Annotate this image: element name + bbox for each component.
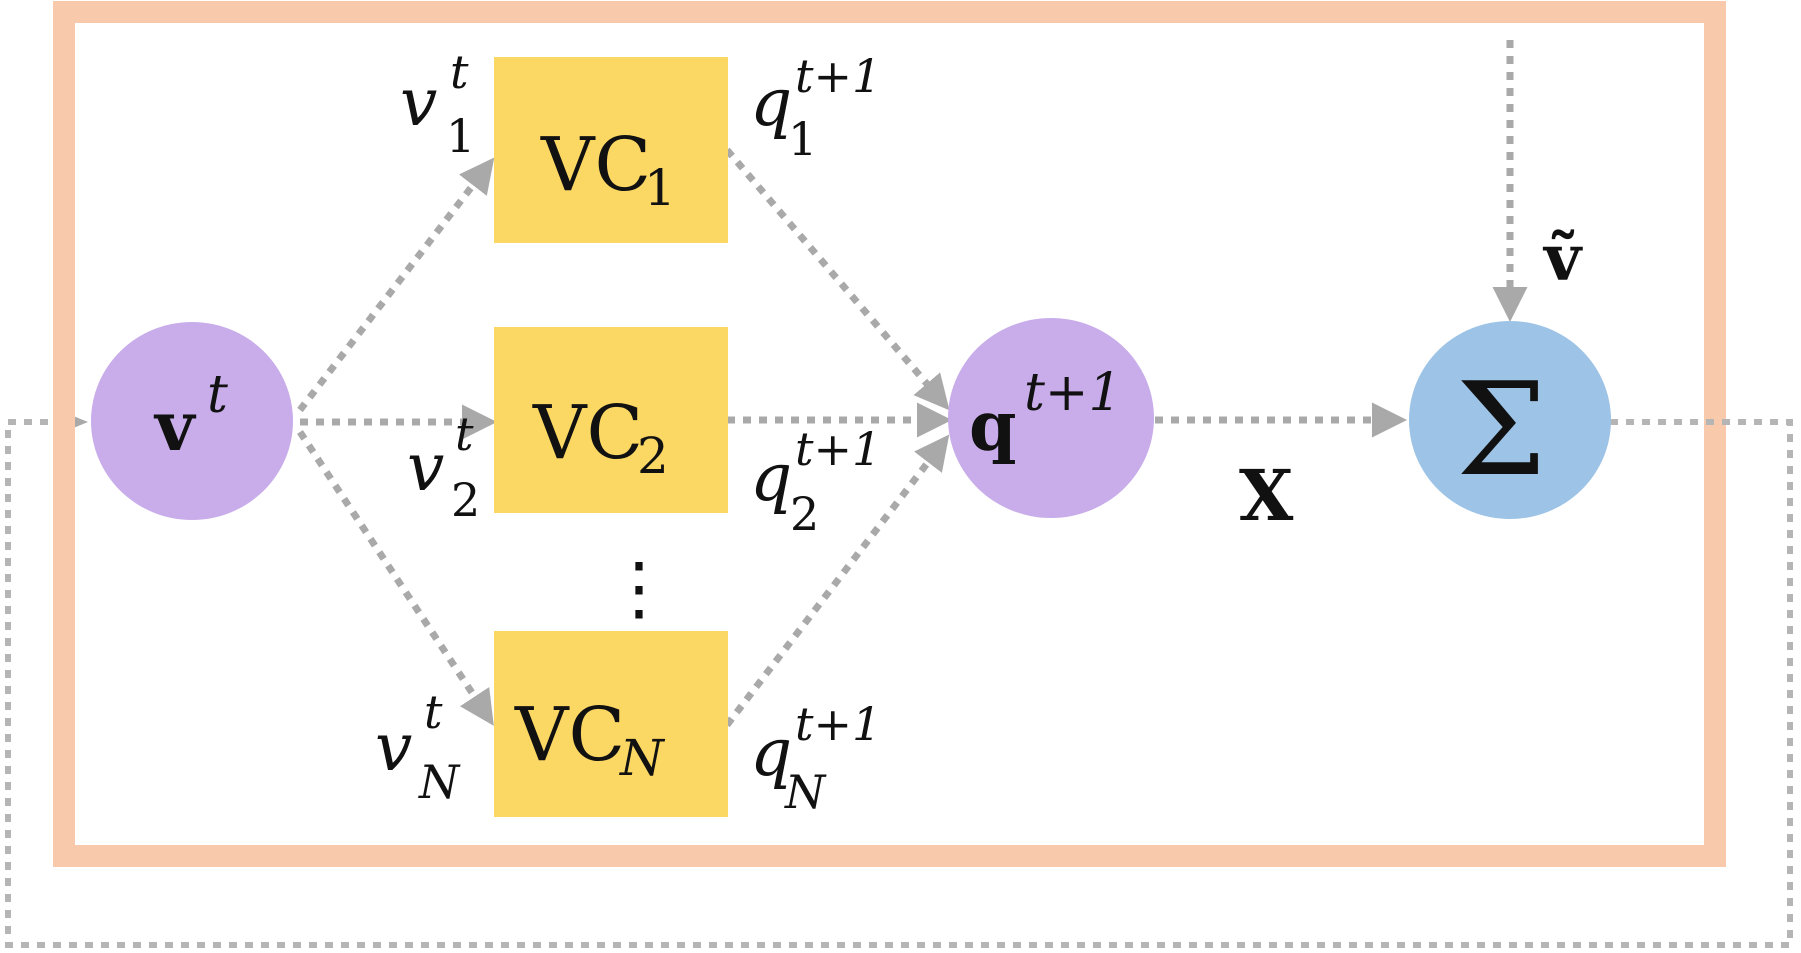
v-node-superscript: t xyxy=(207,365,228,425)
output-label-1: q t+1 1 xyxy=(750,49,881,166)
outer-frame xyxy=(53,1,1726,867)
svg-text:v: v xyxy=(407,429,444,506)
svg-text:2: 2 xyxy=(451,473,480,527)
vcn-label: VC xyxy=(514,692,625,778)
vc-ellipsis: ⋮ xyxy=(604,547,674,629)
svg-text:t: t xyxy=(455,407,474,461)
svg-text:2: 2 xyxy=(790,487,819,541)
x-label: X xyxy=(1239,454,1294,537)
vc-box-2: VC 2 xyxy=(494,327,728,513)
svg-text:q: q xyxy=(750,439,792,516)
svg-text:t+1: t+1 xyxy=(795,422,881,476)
v-node-label: v xyxy=(153,387,197,467)
arrow-vcn-to-q xyxy=(724,434,950,728)
svg-text:q: q xyxy=(750,64,792,141)
svg-text:t+1: t+1 xyxy=(795,49,881,103)
vc1-label: VC xyxy=(540,122,651,208)
svg-text:1: 1 xyxy=(446,109,475,163)
arrow-v-to-vc1 xyxy=(297,157,495,413)
svg-text:1: 1 xyxy=(788,112,817,166)
q-node xyxy=(948,318,1154,518)
q-node-superscript: t+1 xyxy=(1024,363,1122,423)
vcn-subscript: N xyxy=(619,729,666,787)
vc-box-n: VC N xyxy=(494,631,728,817)
svg-text:N: N xyxy=(784,765,827,819)
input-label-2: v t 2 xyxy=(407,407,480,527)
v-tilde-label: ṽ xyxy=(1542,221,1583,296)
svg-text:v: v xyxy=(375,709,412,786)
svg-text:q: q xyxy=(750,714,792,791)
svg-text:t: t xyxy=(424,685,443,739)
arrow-vc1-to-q xyxy=(724,147,950,411)
v-node xyxy=(91,322,293,520)
sum-node xyxy=(1409,321,1611,519)
output-label-2: q t+1 2 xyxy=(750,422,881,541)
input-label-n: v t N xyxy=(375,685,461,809)
q-node-label: q xyxy=(969,387,1017,467)
svg-text:N: N xyxy=(418,755,461,809)
svg-text:t+1: t+1 xyxy=(795,697,881,751)
vc2-label: VC xyxy=(532,390,643,476)
vc1-subscript: 1 xyxy=(644,159,676,217)
svg-text:t: t xyxy=(450,45,469,99)
vc2-subscript: 2 xyxy=(637,427,669,485)
svg-text:v: v xyxy=(400,64,437,141)
vc-box-1: VC 1 xyxy=(494,57,728,243)
output-label-n: q t+1 N xyxy=(750,697,881,819)
input-label-1: v t 1 xyxy=(400,45,475,163)
sum-symbol: Σ xyxy=(1456,356,1547,505)
